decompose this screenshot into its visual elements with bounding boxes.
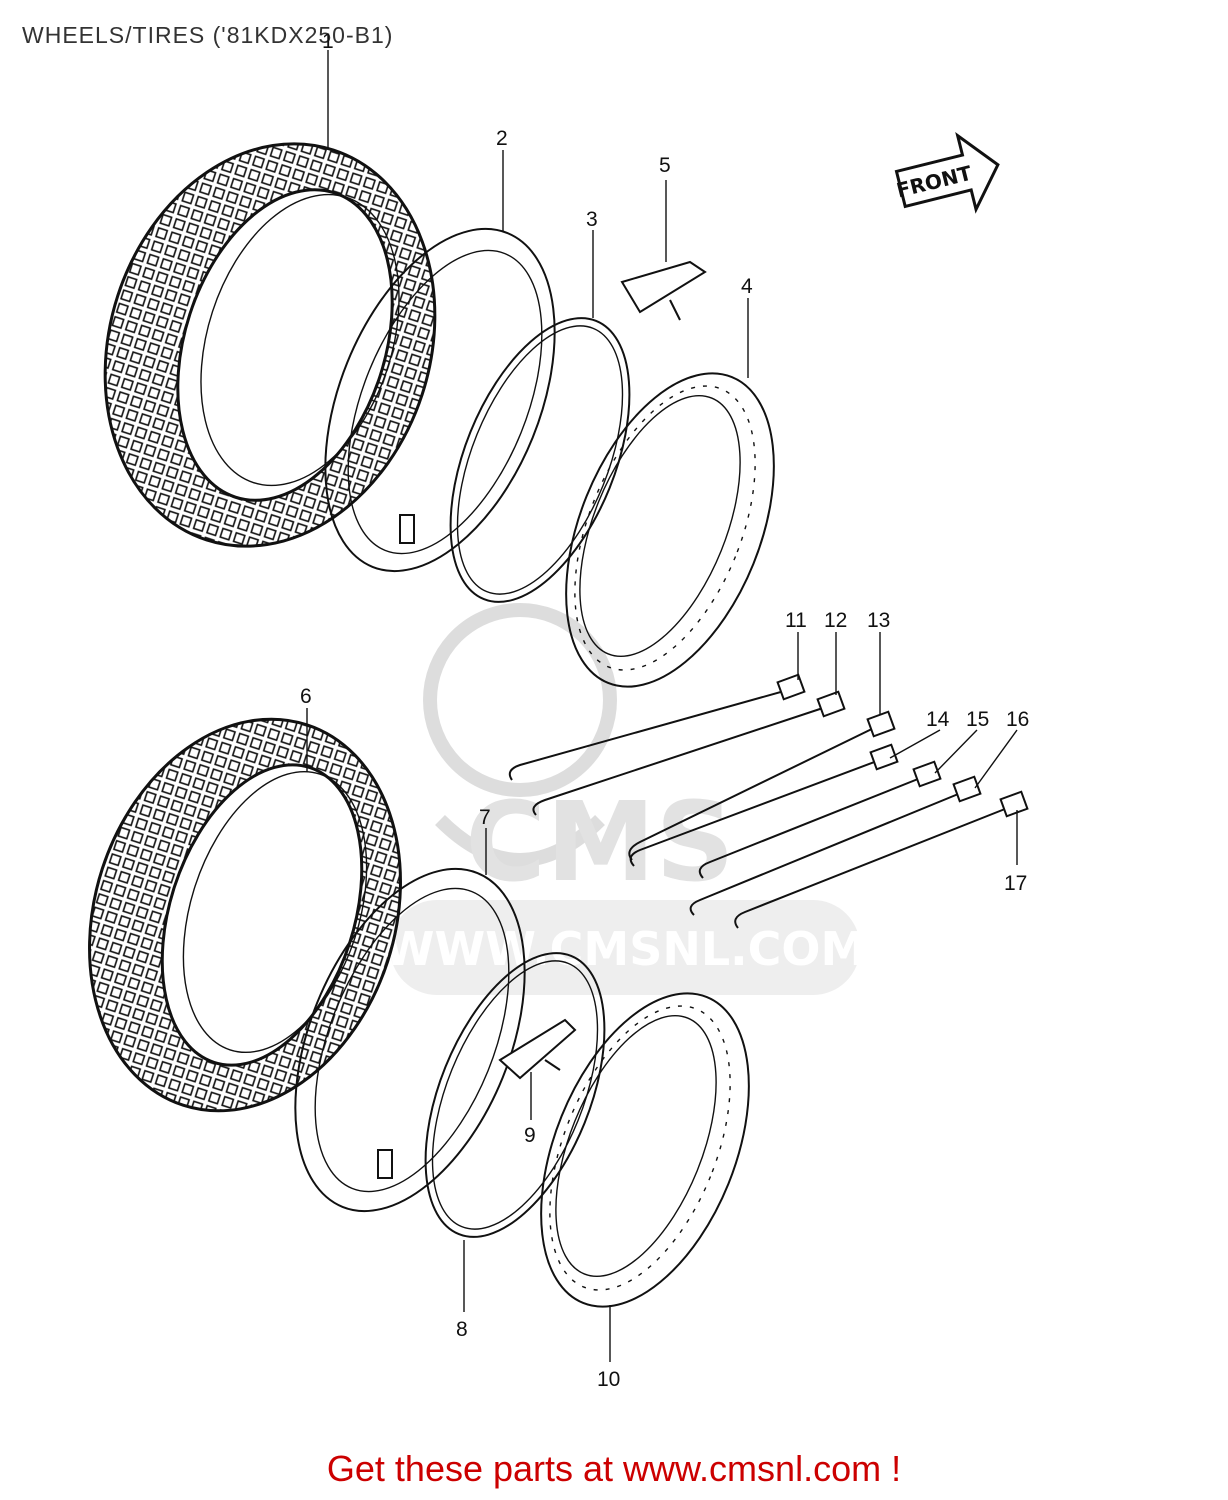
callout-10: 10 [597,1368,620,1391]
callout-8: 8 [456,1318,468,1341]
callout-1: 1 [322,30,334,53]
callout-17: 17 [1004,872,1027,895]
callout-3: 3 [586,208,598,231]
front-rim-band [449,317,631,603]
front-rim [565,372,775,688]
callout-12: 12 [824,609,847,632]
callout-11: 11 [785,609,807,632]
watermark-url: WWW.CMSNL.COM [384,922,867,976]
callout-2: 2 [496,127,508,150]
rear-inner-tube [294,867,526,1213]
watermark-brand: CMS [465,778,734,906]
callout-14: 14 [926,708,950,731]
rear-rim [540,992,750,1308]
rear-rim-band [424,952,606,1238]
spokes [508,673,1029,929]
front-tire [103,142,437,548]
callout-4: 4 [741,275,753,298]
footer-link[interactable]: Get these parts at www.cmsnl.com ! [326,1448,902,1489]
diagram-title: WHEELS/TIRES ('81KDX250-B1) [22,22,394,48]
rear-rim-lock [498,1018,577,1080]
front-inner-tube [324,227,556,573]
callout-6: 6 [300,685,312,708]
parts-diagram: CMS WWW.CMSNL.COM FRONT [88,30,1029,1391]
callout-7: 7 [479,806,491,829]
callout-9: 9 [524,1124,536,1147]
front-arrow-icon: FRONT [894,131,1000,214]
leader-lines [306,50,1018,1362]
watermark [390,603,860,995]
callout-16: 16 [1006,708,1029,731]
callout-13: 13 [867,609,890,632]
callouts: 1 2 3 4 5 6 7 8 9 10 11 12 13 14 15 16 1… [300,30,1029,1391]
rear-tire [88,717,402,1113]
callout-5: 5 [659,154,671,177]
front-rim-lock [620,260,707,321]
callout-15: 15 [966,708,989,731]
